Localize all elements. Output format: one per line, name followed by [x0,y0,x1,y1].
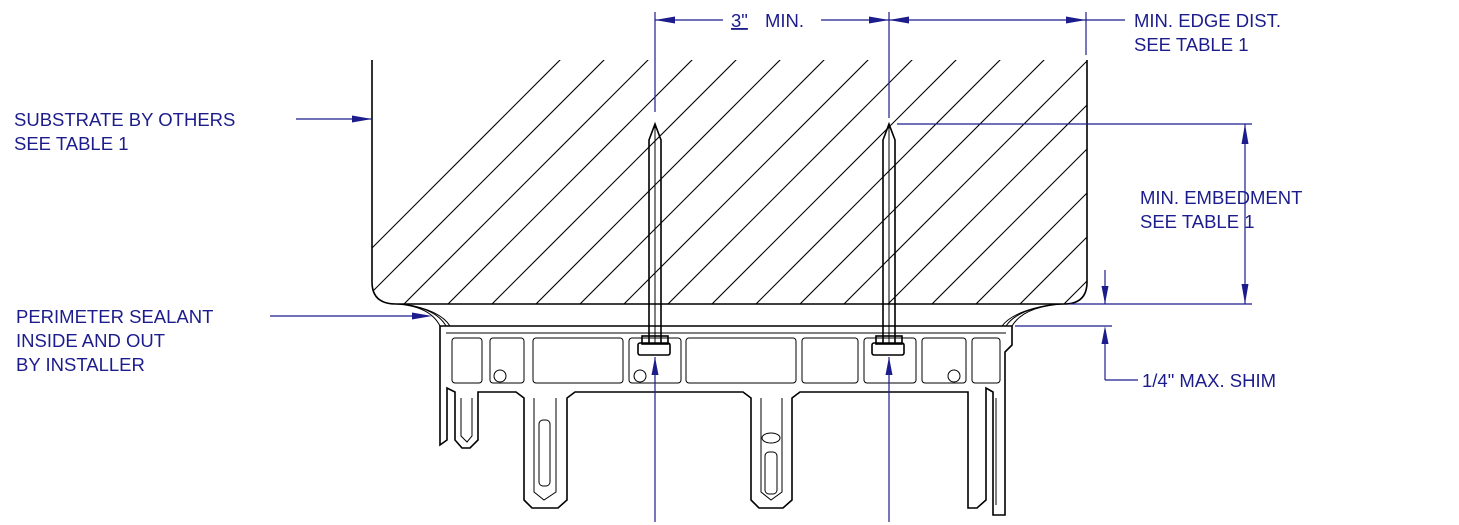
hatch-line [1180,40,1459,320]
sealant-leader [270,312,432,320]
sealant-label-line2: INSIDE AND OUT [16,330,165,351]
perimeter-sealant [395,303,1065,327]
hatch-line [651,60,933,304]
shim-dimension [1015,270,1138,381]
hatch-line [1136,40,1416,320]
substrate-label-line2: SEE TABLE 1 [14,133,129,154]
spacing-suffix: MIN. [765,10,804,31]
embedment-dimension [897,123,1252,305]
hatch-line [959,60,1087,304]
hatch-line [387,60,669,304]
anchor-left [641,121,669,345]
substrate-hatch [372,40,1459,320]
hatch-line [563,60,845,304]
hatch-line [372,60,625,304]
hatch-line [1047,60,1087,304]
sealant-label-line3: BY INSTALLER [16,354,145,375]
hatch-line [695,60,977,304]
substrate-block [371,40,1459,320]
substrate-label-line1: SUBSTRATE BY OTHERS [14,109,235,130]
window-frame-profile [439,325,1013,516]
hatch-line [1003,60,1087,304]
spacing-dimension [654,12,1125,118]
substrate-leader [296,115,372,123]
hatch-line [915,60,1087,304]
hatch-line [372,60,581,304]
spacing-value: 3" [731,10,748,31]
anchor-centerlines [651,357,893,522]
hatch-line [1268,40,1459,320]
anchor-right [875,121,903,345]
hatch-line [739,60,1021,304]
hatch-line [431,60,713,304]
hatch-line [1092,40,1372,320]
edge-dist-label-line1: MIN. EDGE DIST. [1134,10,1281,31]
hatch-line [1224,40,1459,320]
embedment-label-line2: SEE TABLE 1 [1140,211,1255,232]
hatch-line [827,60,1087,304]
shim-label: 1/4" MAX. SHIM [1142,370,1276,391]
hatch-line [1312,40,1459,320]
hatch-line [519,60,801,304]
sealant-label-line1: PERIMETER SEALANT [16,306,213,327]
hatch-line [783,60,1065,304]
edge-dist-label-line2: SEE TABLE 1 [1134,34,1249,55]
hatch-line [871,60,1087,304]
hatch-line [1356,40,1459,320]
hatch-line [607,60,889,304]
embedment-label-line1: MIN. EMBEDMENT [1140,187,1302,208]
hatch-line [475,60,757,304]
